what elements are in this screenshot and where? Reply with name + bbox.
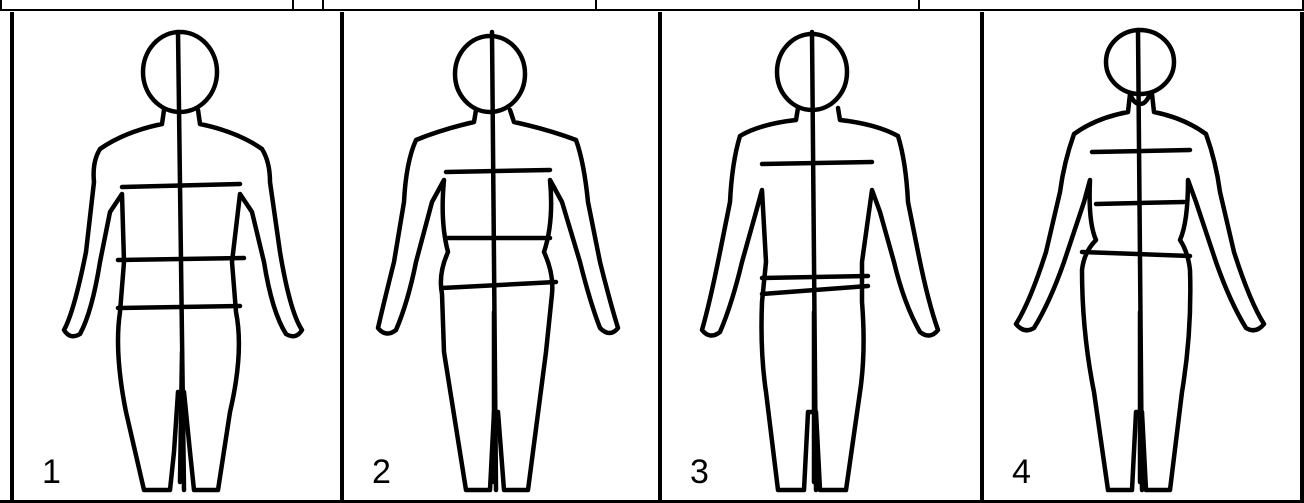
body-figure-3 [662, 12, 984, 503]
figure-number: 1 [42, 455, 61, 489]
figure-panel-3: 3 [658, 12, 980, 503]
figure-panel-4: 4 [980, 12, 1300, 503]
body-figure-1 [14, 12, 344, 503]
body-figure-4 [984, 12, 1304, 503]
table-divider [918, 0, 920, 11]
body-figure-2 [344, 12, 662, 503]
table-divider [292, 0, 294, 11]
figure-number: 2 [372, 455, 391, 489]
body-shape-figures: 1 2 [0, 12, 1304, 503]
figure-number: 3 [690, 455, 709, 489]
table-divider [322, 0, 324, 11]
table-divider [0, 0, 2, 11]
top-rule [0, 9, 1304, 11]
figure-panel-2: 2 [340, 12, 658, 503]
figure-number: 4 [1012, 455, 1031, 489]
right-border [1300, 12, 1304, 503]
figure-panel-1: 1 [10, 12, 340, 503]
table-divider [595, 0, 597, 11]
